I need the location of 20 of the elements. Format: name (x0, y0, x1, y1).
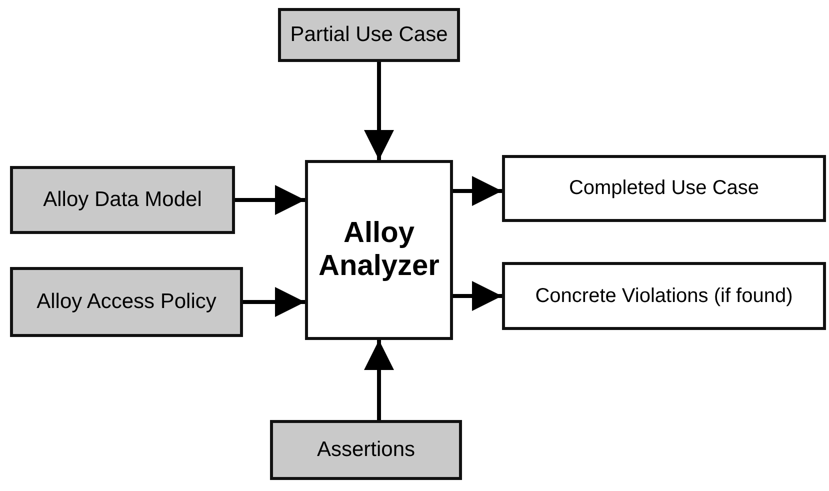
box-label: Partial Use Case (290, 22, 448, 48)
box-label: Alloy Access Policy (36, 290, 216, 314)
arrow (235, 185, 305, 215)
arrow (364, 340, 394, 420)
box-label: Alloy Data Model (43, 188, 202, 212)
output-box (502, 155, 826, 222)
arrow (364, 62, 394, 160)
box-label: Completed Use Case (568, 177, 760, 200)
input-box (278, 8, 460, 62)
input-box (10, 267, 243, 337)
input-box (10, 166, 235, 234)
box-label: Alloy Analyzer (318, 216, 440, 284)
output-box (502, 262, 826, 330)
arrow (453, 176, 502, 206)
arrow (243, 287, 305, 317)
box-label: Assertions (316, 438, 416, 462)
process-box (305, 160, 453, 340)
input-box (270, 420, 462, 480)
box-label: Concrete Violations (if found) (535, 284, 793, 308)
arrow (453, 281, 502, 311)
